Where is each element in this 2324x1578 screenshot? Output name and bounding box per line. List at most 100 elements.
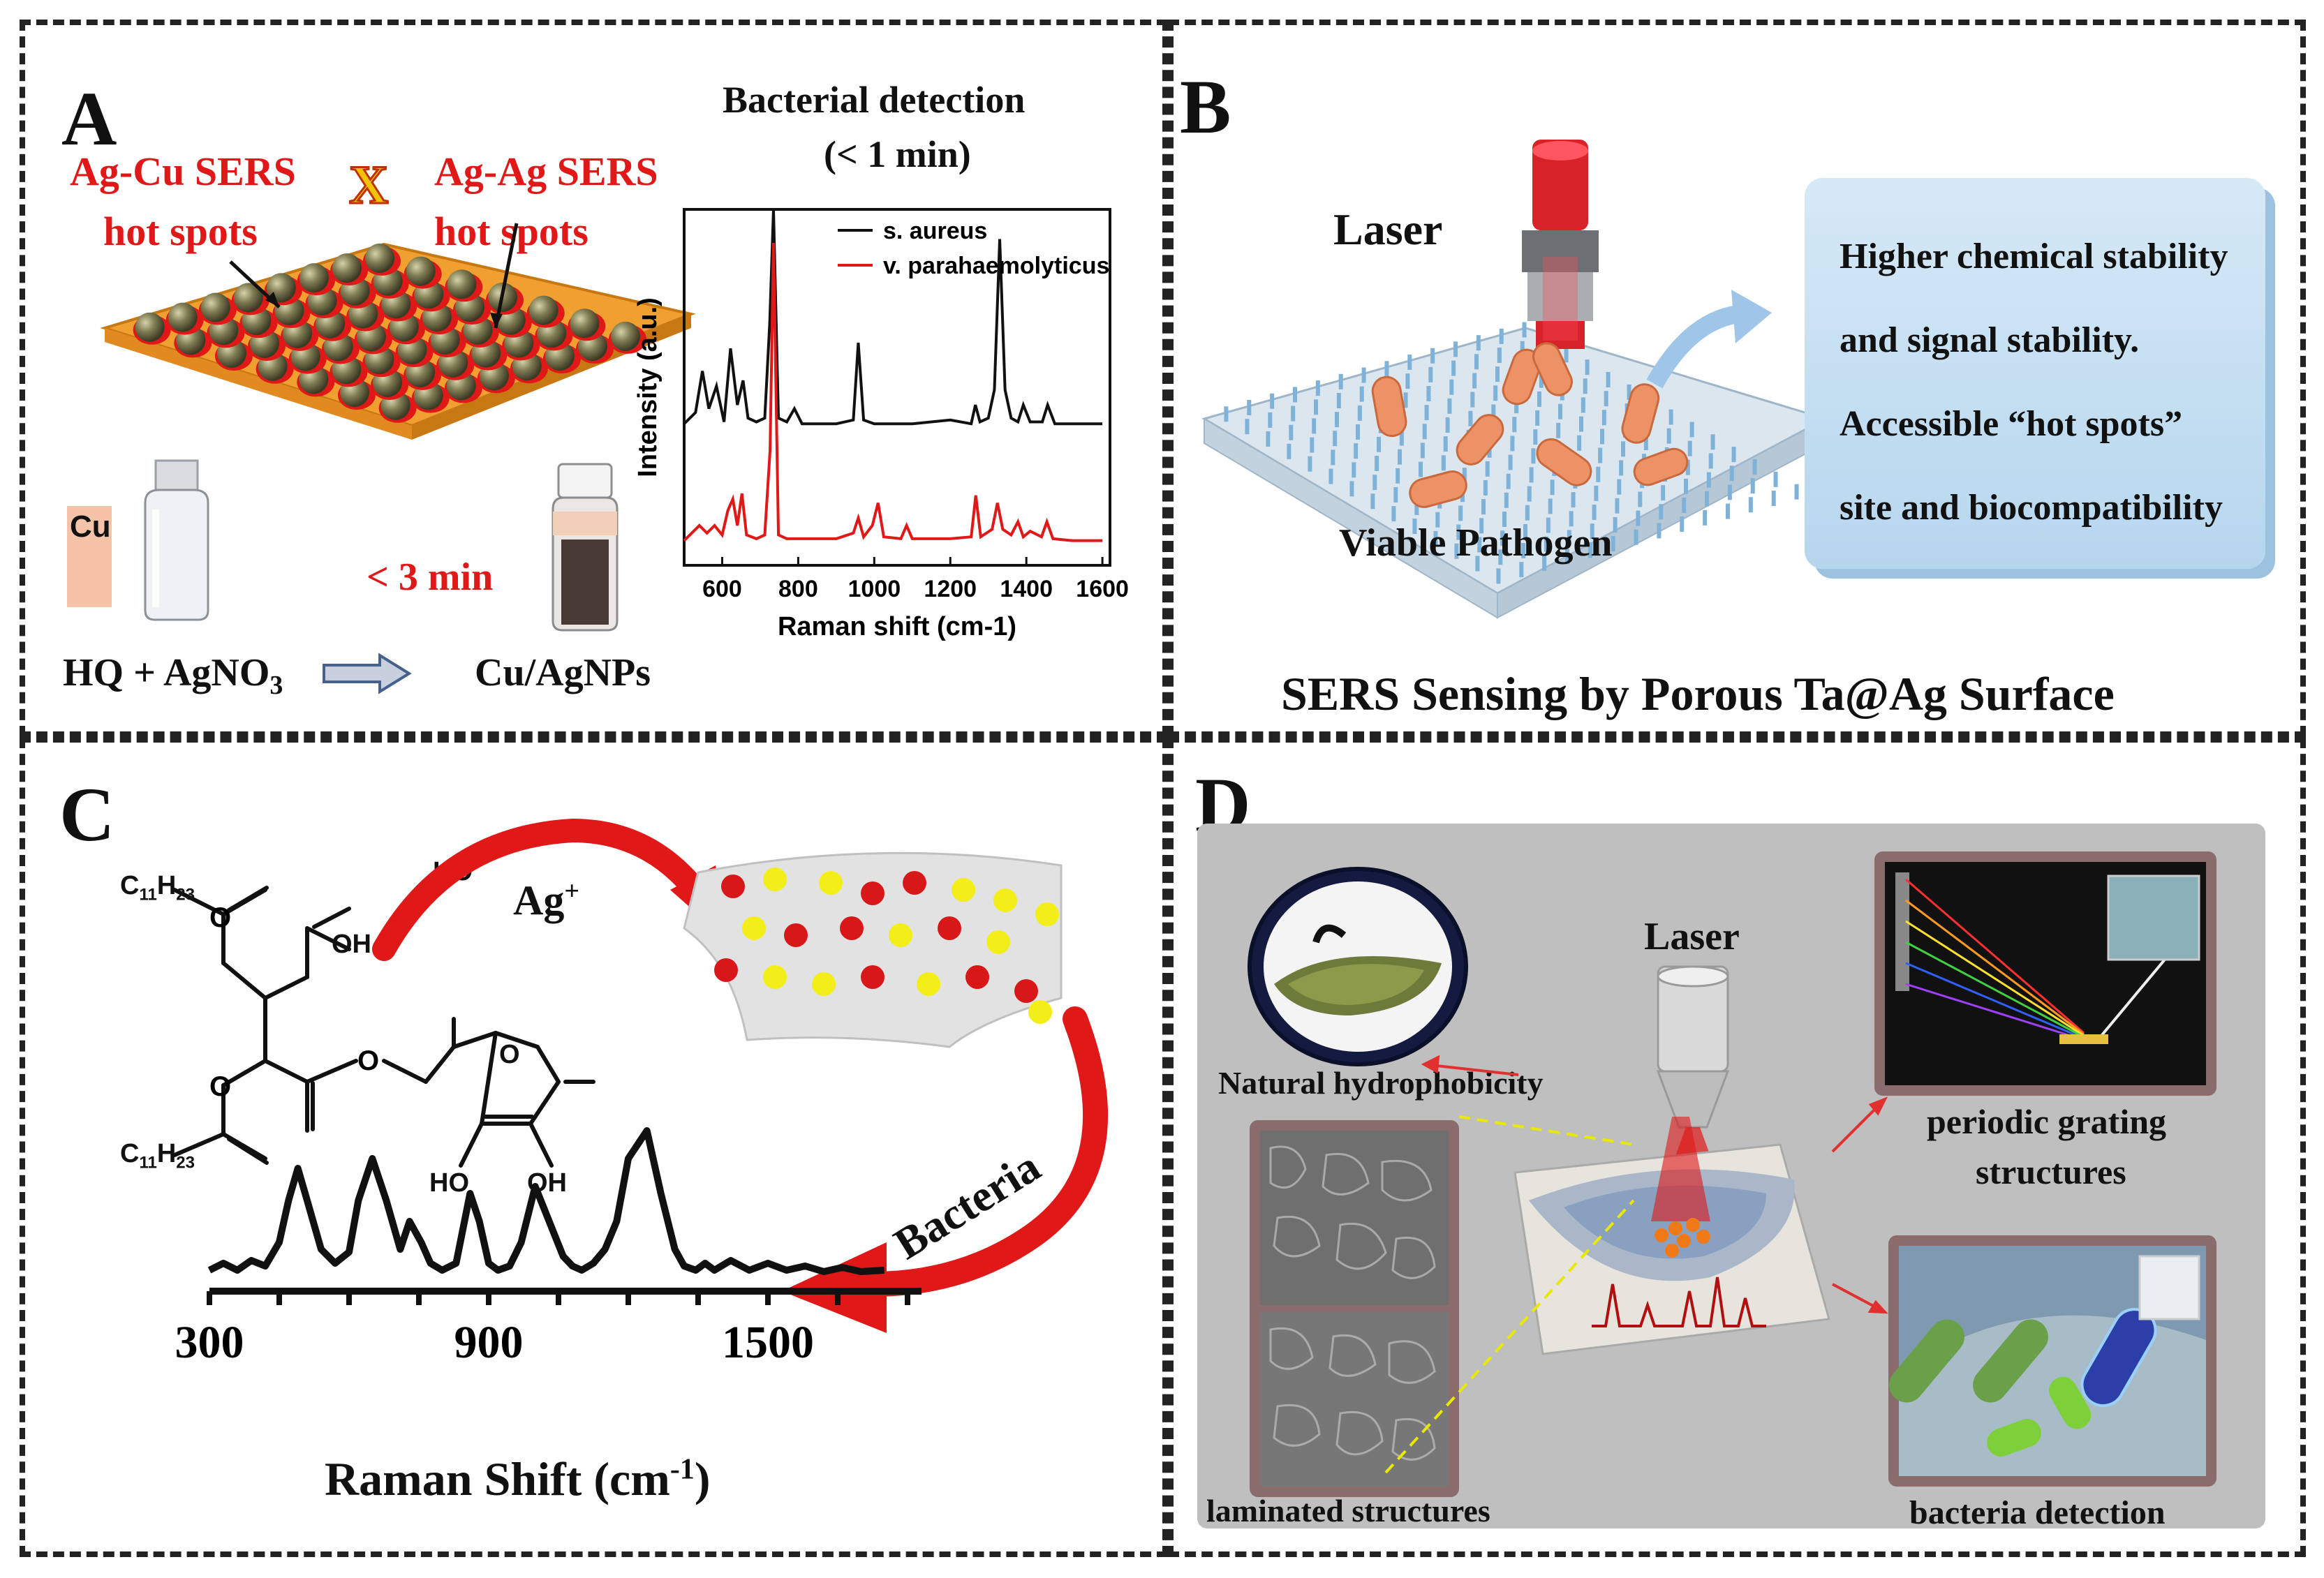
pore-pillar [1454, 543, 1459, 559]
pore-pillar [1680, 516, 1685, 533]
ag-nanoparticle [406, 256, 436, 286]
pore-pillar [1689, 422, 1694, 438]
pore-pillar [1521, 543, 1526, 558]
curved-arrow-b [1646, 290, 1772, 389]
pore-pillar [1349, 481, 1354, 497]
x-tick-label: 600 [702, 576, 742, 602]
pore-pillar [1477, 537, 1482, 553]
atom-o-ester-2: O [209, 1071, 231, 1102]
pore-pillar [1270, 393, 1275, 409]
pore-pillar [1684, 478, 1688, 494]
pore-pillar [1481, 499, 1486, 515]
hotspot-left-line1: Ag-Cu SERS [70, 149, 296, 194]
ag-nanoparticle [200, 292, 230, 322]
pore-pillar [1634, 529, 1638, 545]
ag-nanoparticle [365, 243, 395, 273]
pore-pillar [1685, 459, 1690, 475]
pore-pillar [1600, 429, 1604, 445]
pore-pillar [1375, 456, 1379, 471]
pore-pillar [1726, 503, 1730, 519]
grating-label-line1: periodic grating [1927, 1102, 2167, 1141]
yellow-nanoparticle [889, 923, 912, 947]
red-nanoparticle [938, 916, 961, 940]
raman-xlabel-c: Raman Shift (cm-1) [325, 1452, 711, 1505]
pore-pillar [1710, 434, 1715, 450]
pore-pillar [1587, 542, 1592, 558]
laser-head-icon [1522, 140, 1599, 349]
pore-pillar [1539, 372, 1544, 388]
pore-pillar [1468, 410, 1473, 426]
pore-pillar [1293, 387, 1297, 403]
pore-pillar [1727, 484, 1732, 500]
ag-ion-label: Ag+ [513, 877, 579, 923]
pore-pillar [1224, 406, 1229, 422]
pore-pillar [1659, 504, 1664, 520]
pore-pillar [1447, 398, 1452, 414]
pore-pillar [1354, 443, 1359, 459]
y-axis-label: Intensity (a.u.) [633, 297, 663, 477]
pore-pillar [1522, 322, 1527, 338]
pore-pillar [1483, 480, 1488, 496]
chart-title-line2: (< 1 min) [824, 133, 971, 175]
ho-label-ring: HO [429, 1168, 469, 1198]
spectrum-line-c [207, 1127, 885, 1275]
pore-pillar [1422, 424, 1427, 440]
pore-pillar [1619, 460, 1624, 476]
pore-pillar [1496, 568, 1501, 584]
spectrum-tick-label-c: 300 [175, 1317, 244, 1368]
pore-pillar [1636, 510, 1641, 526]
pore-pillar [1596, 466, 1601, 482]
grating-label-line2: structures [1976, 1152, 2126, 1191]
pore-pillar [1703, 509, 1708, 526]
pore-pillar [1372, 475, 1377, 491]
panel-c [20, 737, 1168, 1557]
red-nanoparticle [965, 965, 989, 989]
yellow-nanoparticle [952, 878, 975, 902]
red-nanoparticle [1014, 979, 1038, 1003]
pore-pillar [1558, 403, 1562, 419]
pore-pillar [1497, 348, 1502, 363]
red-nanoparticle [721, 874, 745, 898]
pore-pillar [1391, 506, 1396, 522]
pore-pillar [1508, 454, 1513, 470]
pore-pillar [1414, 499, 1419, 515]
red-nanoparticle [861, 881, 885, 905]
info-line-2: and signal stability. [1840, 320, 2140, 360]
pore-pillar [1750, 478, 1755, 494]
pore-pillar [1336, 393, 1341, 408]
x-axis-label: Raman shift (cm-1) [778, 612, 1016, 641]
ag-nanoparticle [447, 269, 477, 299]
pore-pillar [1493, 385, 1498, 401]
pore-pillar [1384, 361, 1389, 377]
x-tick-label: 1600 [1076, 576, 1129, 602]
red-nanoparticle [861, 965, 885, 989]
filled-vial-icon [552, 463, 619, 632]
pore-pillar [1476, 335, 1481, 351]
pore-pillar [1479, 518, 1484, 534]
bacteria-detection-label: bacteria detection [1909, 1494, 2166, 1531]
pore-pillar [1328, 468, 1333, 484]
pore-pillar [1291, 405, 1296, 422]
pore-pillar [1604, 391, 1608, 407]
pore-pillar [1245, 419, 1250, 435]
ag-nanoparticle [233, 283, 263, 313]
legend-label-1: s. aureus [883, 218, 987, 244]
reaction-time-label: < 3 min [367, 556, 494, 599]
ascorbyl-ester-structure: O O O [172, 886, 595, 1168]
red-nanoparticle [784, 923, 808, 947]
pore-pillar [1308, 456, 1312, 472]
pore-pillar [1546, 517, 1550, 533]
empty-vial-icon [144, 459, 209, 621]
pore-pillar [1393, 487, 1398, 503]
laser-label-b: Laser [1333, 204, 1443, 254]
pore-pillar [1682, 498, 1687, 513]
pore-pillar [1268, 412, 1273, 428]
pore-pillar [1601, 410, 1606, 426]
pore-pillar [1687, 440, 1692, 456]
pore-pillar [1407, 355, 1412, 370]
pore-pillar [1475, 556, 1480, 572]
yellow-nanoparticle [819, 871, 843, 895]
pore-pillar [1661, 485, 1666, 501]
pore-pillar [1571, 492, 1576, 508]
